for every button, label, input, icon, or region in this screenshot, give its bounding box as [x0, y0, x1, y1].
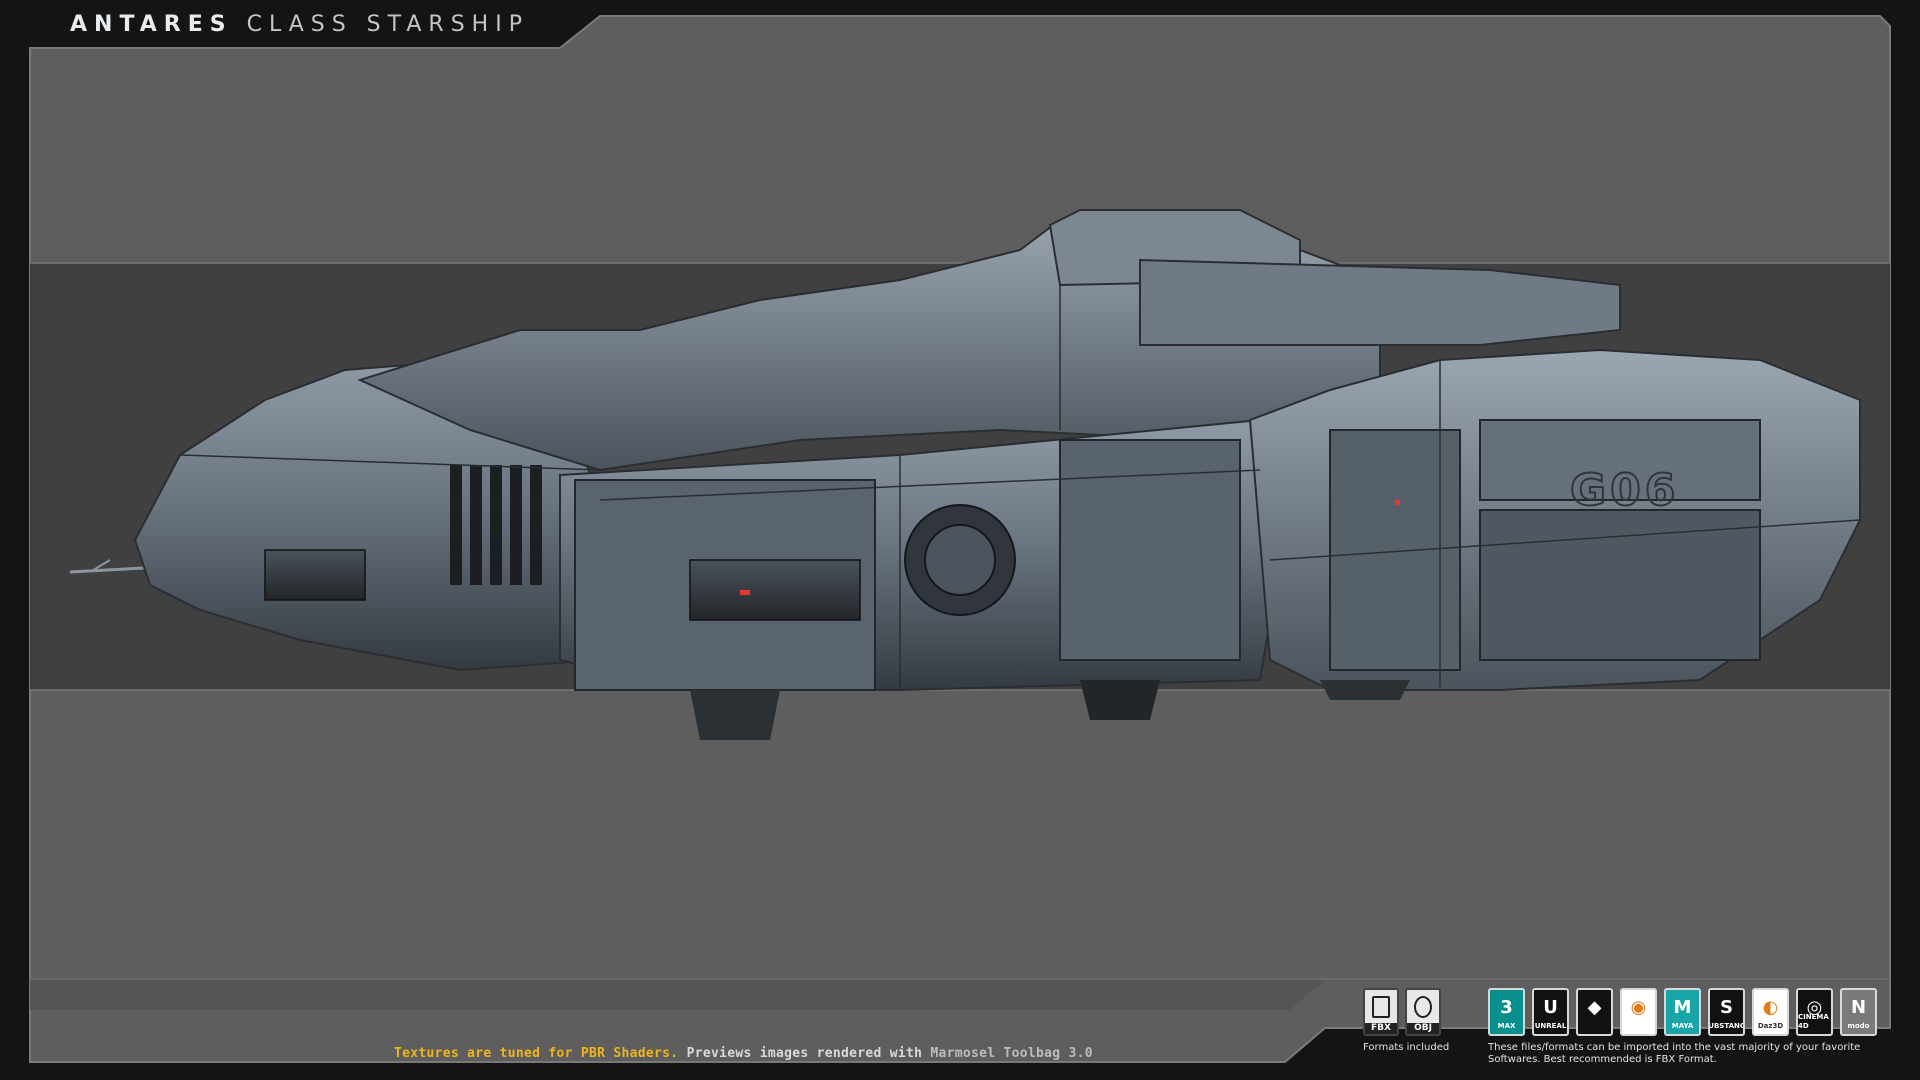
- substance-glyph: S: [1720, 997, 1733, 1018]
- cinema4d-label: CINEMA 4D: [1798, 1013, 1829, 1030]
- substance-icon: S SUBSTANCE: [1708, 988, 1745, 1036]
- unity-icon: ◆: [1576, 988, 1613, 1036]
- cinema4d-icon: ◎CINEMA 4D: [1796, 988, 1833, 1036]
- obj-format-icon: OBJ: [1405, 988, 1441, 1036]
- modo-glyph: N: [1850, 997, 1867, 1018]
- formats-label: Formats included: [1363, 1042, 1450, 1053]
- max-label: MAX: [1497, 1022, 1516, 1030]
- page-title: ANTARES CLASS STARSHIP: [70, 8, 529, 40]
- daz3d-glyph: ◐: [1762, 997, 1779, 1018]
- fbx-format-icon: FBX: [1363, 988, 1399, 1036]
- substance-label: SUBSTANCE: [1708, 1022, 1745, 1030]
- unity-glyph: ◆: [1587, 997, 1602, 1018]
- maya-label: MAYA: [1671, 1022, 1694, 1030]
- unreal-glyph: U: [1543, 997, 1558, 1018]
- daz3d-label: Daz3D: [1757, 1022, 1784, 1030]
- caption-text: Previews images rendered with: [678, 1046, 931, 1061]
- cinema4d-glyph: ◎: [1806, 997, 1823, 1018]
- formats-section: FBX OBJ Formats included: [1363, 988, 1463, 1053]
- starship-illustration: G06: [69, 209, 1861, 740]
- unreal-label: UNREAL: [1534, 1022, 1567, 1030]
- maya-glyph: M: [1673, 997, 1692, 1018]
- svg-text:G06: G06: [1570, 465, 1679, 516]
- blender-glyph: ◉: [1630, 997, 1647, 1018]
- unreal-icon: U UNREAL: [1532, 988, 1569, 1036]
- maya-icon: M MAYA: [1664, 988, 1701, 1036]
- modo-label: modo: [1847, 1022, 1870, 1030]
- blender-icon: ◉: [1620, 988, 1657, 1036]
- daz3d-icon: ◐ Daz3D: [1752, 988, 1789, 1036]
- caption-renderer: Marmosel Toolbag 3.0: [930, 1046, 1093, 1061]
- caption-highlight: Textures are tuned for PBR Shaders.: [394, 1046, 679, 1061]
- software-note: These files/formats can be imported into…: [1488, 1042, 1861, 1065]
- render-caption: Textures are tuned for PBR Shaders. Prev…: [394, 1046, 1093, 1061]
- max-glyph: 3: [1500, 997, 1513, 1018]
- title-secondary: CLASS STARSHIP: [246, 11, 529, 37]
- title-primary: ANTARES: [70, 11, 233, 37]
